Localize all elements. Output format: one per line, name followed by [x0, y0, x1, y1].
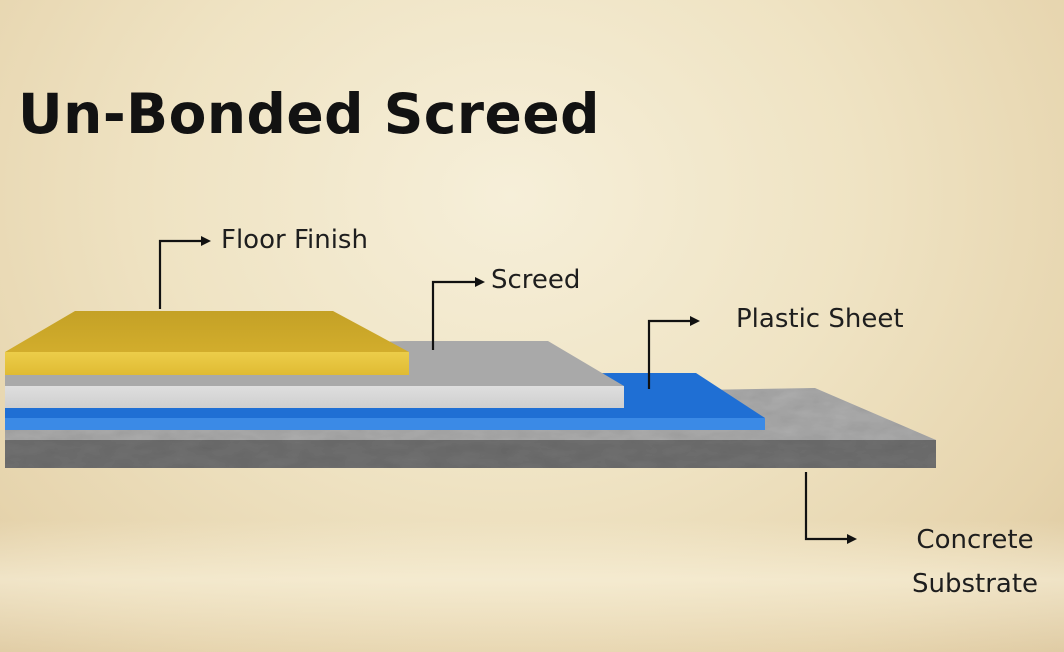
plastic-sheet-front-face [5, 418, 765, 430]
concrete-arrowhead-icon [847, 534, 857, 544]
floor-finish-label: Floor Finish [221, 225, 368, 255]
concrete-label-line1: Concrete [916, 525, 1034, 555]
screed-label: Screed [491, 265, 581, 295]
concrete-leader-line [804, 472, 850, 541]
floor-finish-layer [5, 311, 409, 375]
background-floor-glow [0, 520, 1064, 652]
plastic-sheet-arrowhead-icon [690, 316, 700, 326]
screed-arrowhead-icon [475, 277, 485, 287]
floor-finish-top-face [5, 311, 409, 352]
floor-finish-arrowhead-icon [201, 236, 211, 246]
floor-finish-leader-line [158, 239, 204, 309]
plastic-sheet-leader-line [647, 319, 693, 389]
concrete-front-face [5, 440, 936, 468]
screed-front-face [5, 386, 624, 408]
concrete-label-line2: Substrate [911, 569, 1039, 599]
floor-finish-front-face [5, 352, 409, 375]
concrete-substrate-label: Concrete Substrate [900, 518, 1050, 606]
page-title: Un-Bonded Screed [18, 82, 601, 146]
plastic-sheet-label: Plastic Sheet [736, 304, 904, 334]
screed-leader-line [431, 280, 478, 350]
